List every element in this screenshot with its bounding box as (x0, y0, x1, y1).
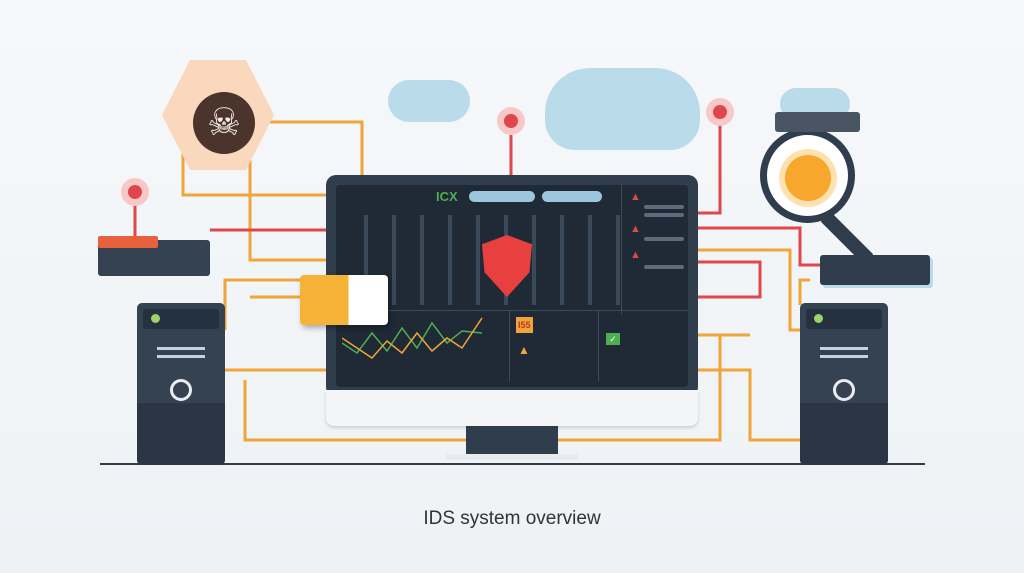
status-panel (820, 255, 930, 285)
check-icon: ✓ (606, 333, 620, 345)
alert-pin-icon (497, 107, 525, 135)
logo-text: ICX (436, 189, 458, 204)
alert-pin-icon (706, 98, 734, 126)
warning-icon: ▲ (518, 343, 530, 357)
traffic-chart (342, 317, 483, 359)
document-icon (300, 275, 388, 325)
router-tag (98, 236, 158, 248)
power-button-icon (170, 379, 192, 401)
warning-icon: ▲ (630, 249, 641, 261)
power-button-icon (833, 379, 855, 401)
alert-code-badge: I55 (516, 317, 533, 333)
cloud-icon (545, 68, 700, 150)
server-left (137, 303, 225, 465)
monitor-stand (466, 426, 558, 456)
server-right (800, 303, 888, 465)
skull-icon: ☠ (193, 92, 255, 154)
warning-icon: ▲ (630, 191, 641, 203)
lightbulb-icon (785, 155, 831, 201)
search-pill[interactable] (469, 191, 535, 202)
monitor: ICX ▲ ▲ ▲ I55 ▲ ✓ (326, 175, 698, 397)
cloud-icon (388, 80, 470, 122)
caption: IDS system overview (423, 508, 601, 529)
filter-pill[interactable] (542, 191, 602, 202)
alert-pin-icon (121, 178, 149, 206)
monitor-bezel (326, 390, 698, 426)
ids-dashboard-screen: ICX ▲ ▲ ▲ I55 ▲ ✓ (336, 185, 688, 387)
warning-icon: ▲ (630, 223, 641, 235)
